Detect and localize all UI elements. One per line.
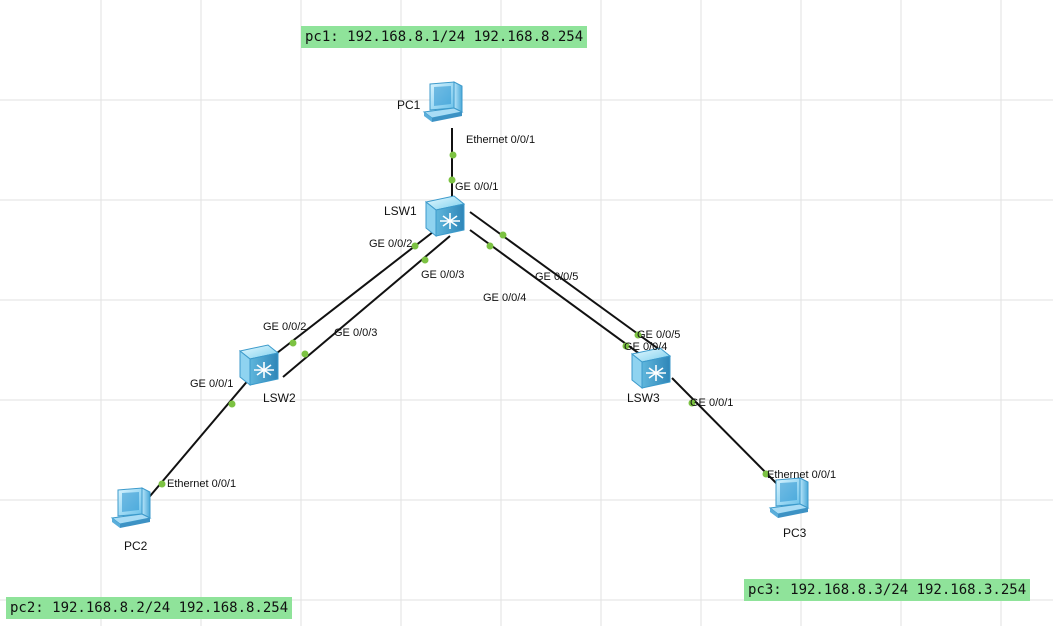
pc3-address-note: pc3: 192.168.8.3/24 192.168.3.254 <box>744 579 1031 601</box>
link-lsw1-lsw3-ge4[interactable] <box>469 229 649 361</box>
port-dot <box>228 400 236 408</box>
port-dot <box>634 331 642 339</box>
port-dot <box>486 242 494 250</box>
lsw2-ge2-label: GE 0/0/2 <box>263 321 307 333</box>
port-dot <box>448 176 456 184</box>
port-dot <box>421 256 429 264</box>
lsw3-ge1-label: GE 0/0/1 <box>690 397 734 409</box>
lsw2-ge3-label: GE 0/0/3 <box>334 327 378 339</box>
port-dot <box>499 231 507 239</box>
port-dot <box>449 151 457 159</box>
port-dot <box>688 399 696 407</box>
pc1-port-label: Ethernet 0/0/1 <box>466 134 536 146</box>
link-lsw1-lsw2-ge2[interactable] <box>267 231 434 361</box>
lsw1-ge5-label: GE 0/0/5 <box>535 271 579 283</box>
lsw2-ge1-label: GE 0/0/1 <box>190 378 234 390</box>
port-dot <box>411 242 419 250</box>
port-dot <box>301 350 309 358</box>
lsw3-ge4-label: GE 0/0/4 <box>624 341 668 353</box>
pc2-port-label: Ethernet 0/0/1 <box>167 478 237 490</box>
lsw2-label: LSW2 <box>263 391 296 405</box>
lsw1-ge1-label: GE 0/0/1 <box>455 181 499 193</box>
lsw1-ge2-label: GE 0/0/2 <box>369 238 413 250</box>
lsw1-switch-icon[interactable] <box>425 195 465 237</box>
pc1-address-note: pc1: 192.168.8.1/24 192.168.8.254 <box>301 26 588 48</box>
pc2-icon[interactable] <box>111 487 151 529</box>
port-dot <box>762 470 770 478</box>
lsw3-label: LSW3 <box>627 391 660 405</box>
port-dot <box>622 342 630 350</box>
lsw2-switch-icon[interactable] <box>239 344 279 386</box>
lsw3-switch-icon[interactable] <box>631 347 671 389</box>
pc1-icon[interactable] <box>423 81 463 123</box>
pc1-label: PC1 <box>397 98 421 112</box>
lsw1-ge3-label: GE 0/0/3 <box>421 269 465 281</box>
pc3-port-label: Ethernet 0/0/1 <box>767 469 837 481</box>
port-dot <box>289 339 297 347</box>
pc3-label: PC3 <box>783 526 807 540</box>
lsw3-ge5-label: GE 0/0/5 <box>637 329 681 341</box>
port-dot <box>158 480 166 488</box>
pc2-label: PC2 <box>124 539 148 553</box>
pc2-address-note: pc2: 192.168.8.2/24 192.168.8.254 <box>6 597 293 619</box>
lsw1-label: LSW1 <box>384 204 417 218</box>
pc3-icon[interactable] <box>769 477 809 519</box>
lsw1-ge4-label: GE 0/0/4 <box>483 292 527 304</box>
port-indicators <box>158 151 770 488</box>
